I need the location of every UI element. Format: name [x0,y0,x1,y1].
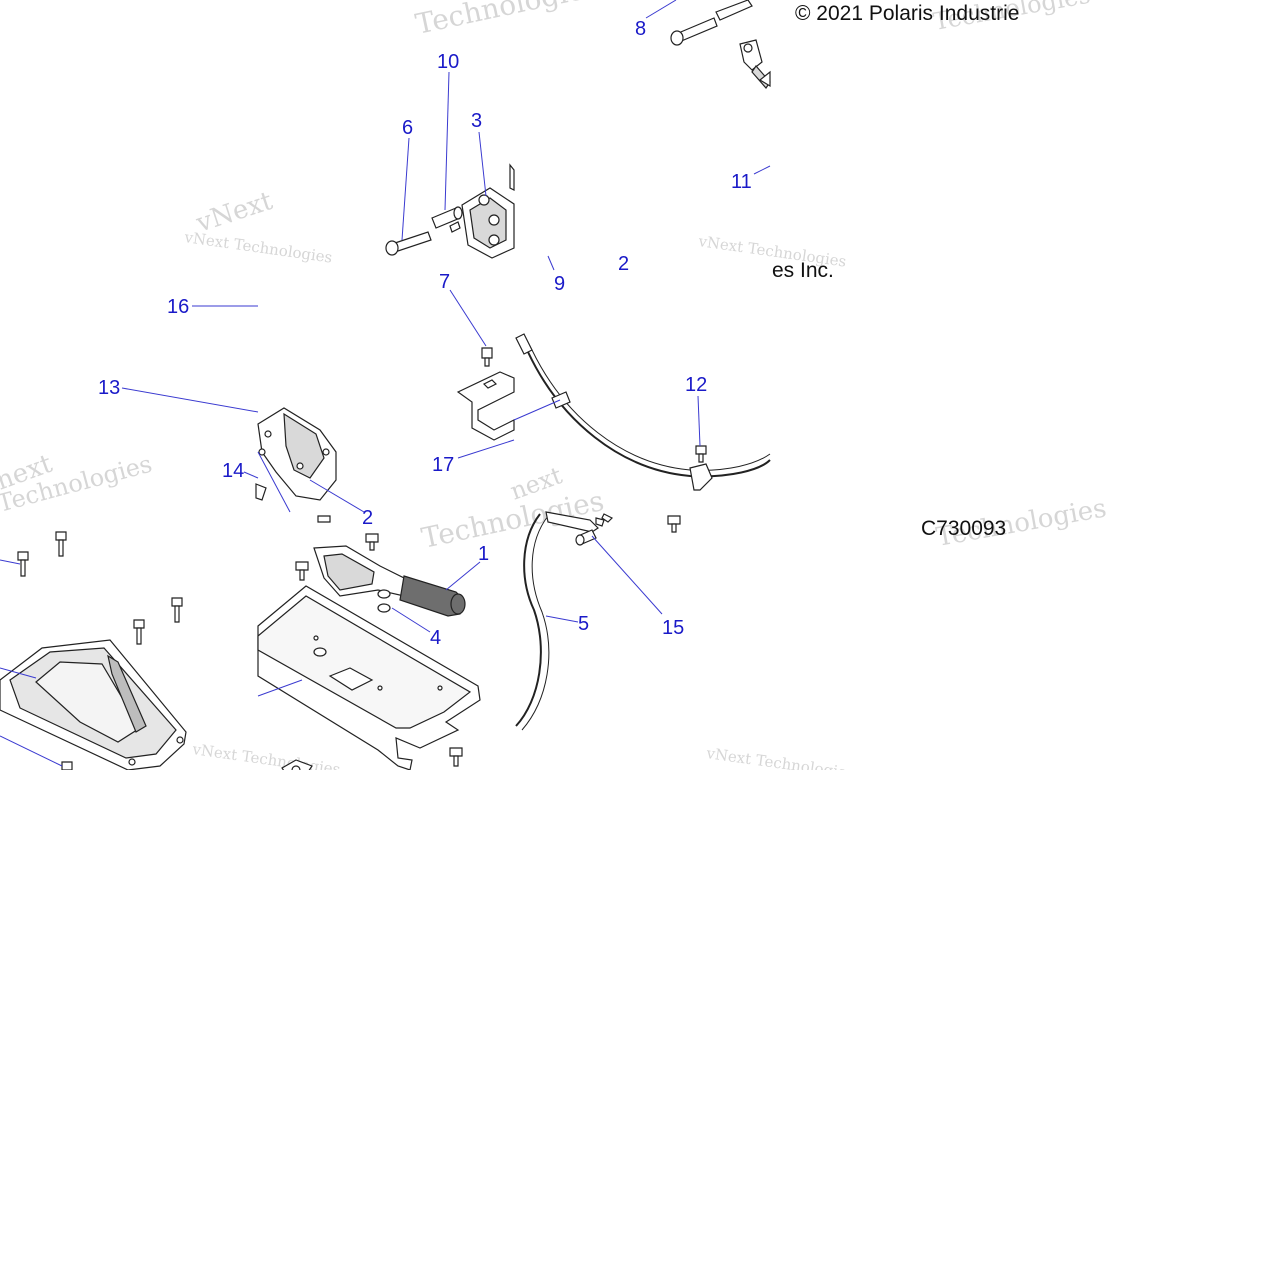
callout-7: 7 [439,271,450,293]
copyright-notice: © 2021 Polaris Industrie [795,2,1019,25]
console-boot [0,639,187,771]
spacer-part-10 [431,206,463,229]
screw-top [295,515,379,581]
callout-layer: 1 2 3 4 5 6 7 8 9 10 11 12 13 14 15 16 1… [98,18,752,649]
mount-bracket-13 [257,407,337,501]
figure-code: C730093 [921,517,1006,540]
callout-13: 13 [98,377,120,399]
callout-16: 16 [167,296,189,318]
callout-15: 15 [662,617,684,639]
mount-plate [257,585,481,771]
brake-cable-lower-5 [515,511,614,731]
callout-1: 1 [478,543,489,565]
copyright-fragment: es Inc. [772,259,834,282]
callout-14: 14 [222,460,244,482]
callout-3: 3 [471,110,482,132]
small-pin [449,221,461,233]
callout-12: 12 [685,374,707,396]
callout-6: 6 [402,117,413,139]
callout-10: 10 [437,51,459,73]
washer-part-4 [377,589,391,613]
bolt-part-12 [695,445,707,463]
bolt-part-7 [481,347,493,367]
callout-2: 2 [618,253,629,275]
bracket-part-17 [456,371,515,441]
callout-11: 11 [731,171,752,193]
callout-9: 9 [554,273,565,295]
cable-end-11 [758,70,771,88]
watermark-text: Technologies [413,0,601,41]
callout-4: 4 [430,627,441,649]
bolt-part-6 [385,231,432,256]
handbrake-lever-1 [313,545,466,617]
screw-bottom [449,747,463,767]
callout-8: 8 [635,18,646,40]
callout-2-partial: 2 [362,507,373,529]
screw-part-14 [255,448,267,501]
bracket-assembly-3 [461,163,515,259]
screw-set-left [17,531,183,771]
parts-layer [0,0,771,781]
brake-cable-upper [515,333,771,491]
callout-17: 17 [432,454,454,476]
screw-right [667,515,681,533]
pin-part-15 [575,529,597,546]
callout-5: 5 [578,613,589,635]
leader-lines [0,0,771,767]
bolt-part-8 [670,0,753,46]
